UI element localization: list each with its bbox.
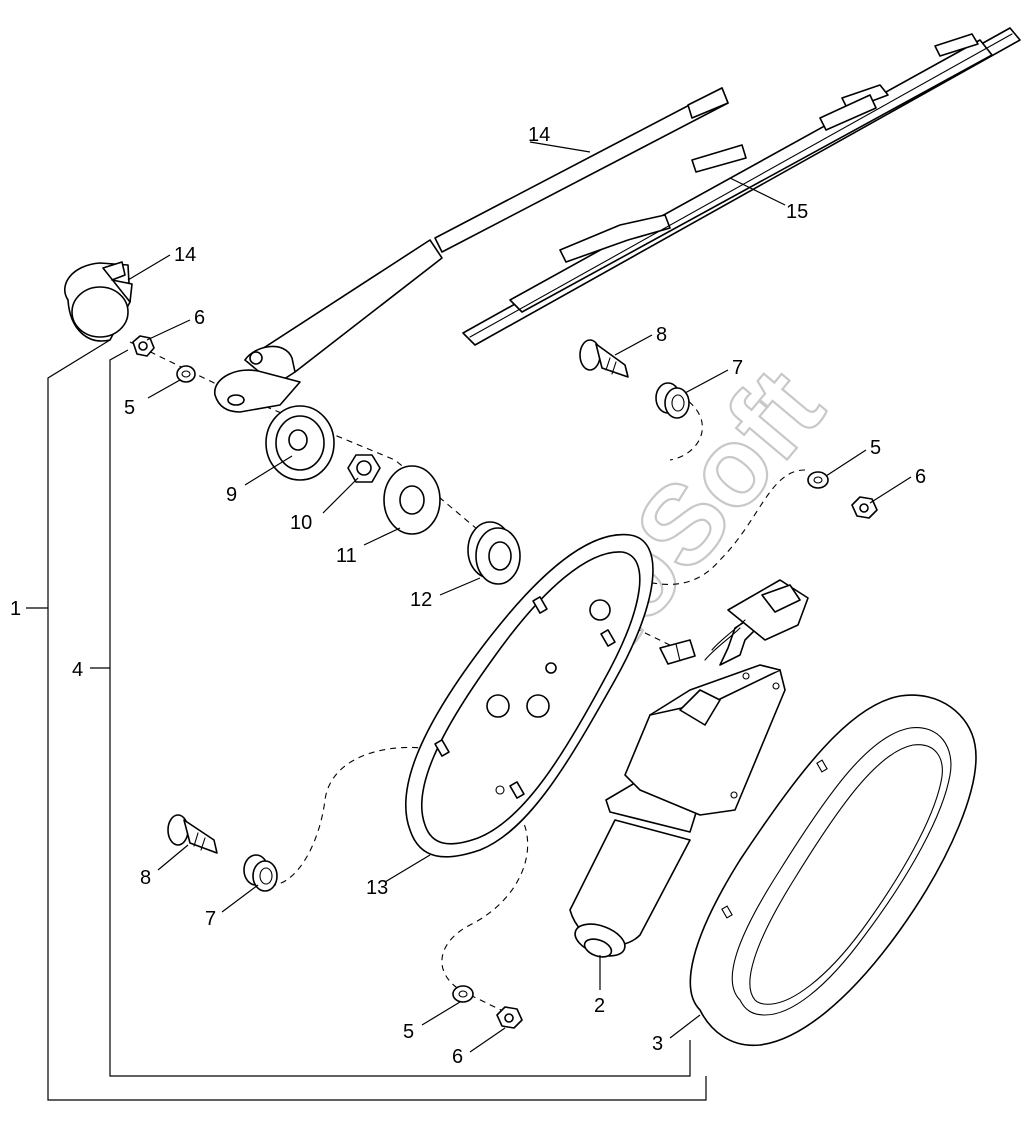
wiper-arm [214, 87, 729, 413]
assembly-dashed-lines [129, 341, 806, 1013]
bushing-top [655, 382, 690, 419]
motor-cover [689, 694, 977, 1047]
callout-8-bottom: 8 [140, 867, 151, 889]
callout-5-top: 5 [124, 397, 135, 419]
wiper-motor [569, 579, 809, 958]
bushing-bottom [243, 854, 278, 892]
wiper-blade [462, 27, 1021, 346]
arm-cap [63, 261, 133, 342]
nut-right [851, 496, 878, 519]
callout-13: 13 [366, 877, 388, 899]
nut-bottom [496, 1006, 523, 1029]
callout-labels: 14 15 14 6 5 8 7 5 6 9 10 11 12 1 4 8 7 … [10, 124, 926, 1068]
spindle-nut [347, 454, 381, 483]
callout-2: 2 [594, 995, 605, 1017]
callout-5-right: 5 [870, 437, 881, 459]
callout-1: 1 [10, 598, 21, 620]
callout-6-top: 6 [194, 307, 205, 329]
callout-7-bottom: 7 [205, 908, 216, 930]
washer-bottom [452, 985, 474, 1003]
callout-8-top: 8 [656, 324, 667, 346]
callout-4: 4 [72, 659, 83, 681]
callout-3: 3 [652, 1033, 663, 1055]
callout-leaders [26, 141, 912, 1053]
washer-right [807, 471, 829, 489]
assembly-bracket-4 [109, 349, 691, 1077]
mounting-gasket [404, 533, 654, 858]
spindle-grommet [467, 521, 521, 585]
callout-6-bottom: 6 [452, 1046, 463, 1068]
callout-5-bottom: 5 [403, 1021, 414, 1043]
callout-14-arm: 14 [528, 124, 550, 146]
spindle-washer [383, 465, 441, 535]
callout-11: 11 [336, 545, 357, 567]
callout-10: 10 [290, 512, 312, 534]
callout-7-top: 7 [732, 357, 743, 379]
callout-9: 9 [226, 484, 237, 506]
nut-top [132, 335, 155, 357]
callout-6-right: 6 [915, 466, 926, 488]
washer-top [176, 365, 196, 383]
callout-12: 12 [410, 589, 432, 611]
callout-15: 15 [786, 201, 808, 223]
bolt-top [579, 339, 629, 378]
callout-14-cap: 14 [174, 244, 196, 266]
spindle-cover [265, 405, 335, 481]
assembly-bracket-1 [47, 339, 707, 1101]
bolt-bottom [167, 814, 218, 854]
